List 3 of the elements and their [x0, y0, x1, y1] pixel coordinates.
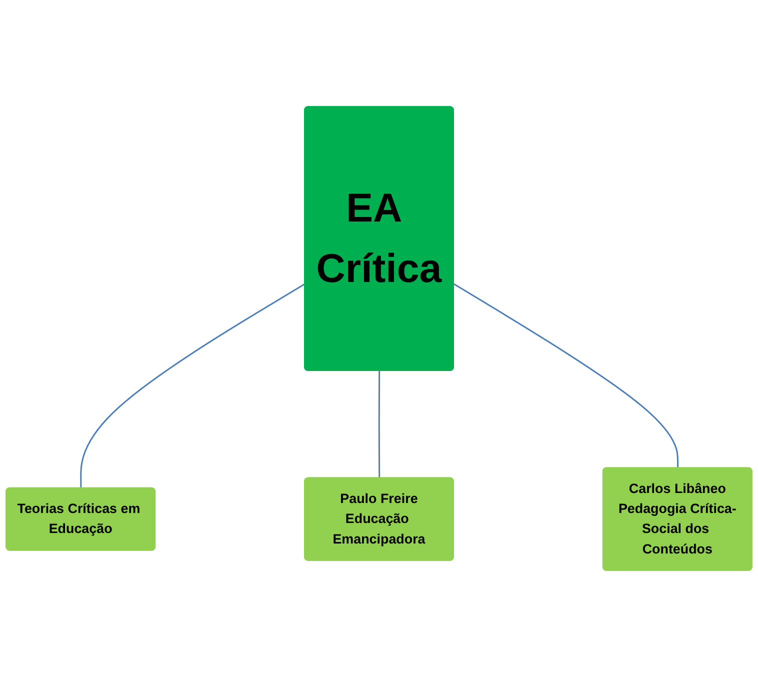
- connector: [378, 370, 380, 478]
- connector: [80, 283, 306, 488]
- connector: [454, 283, 679, 468]
